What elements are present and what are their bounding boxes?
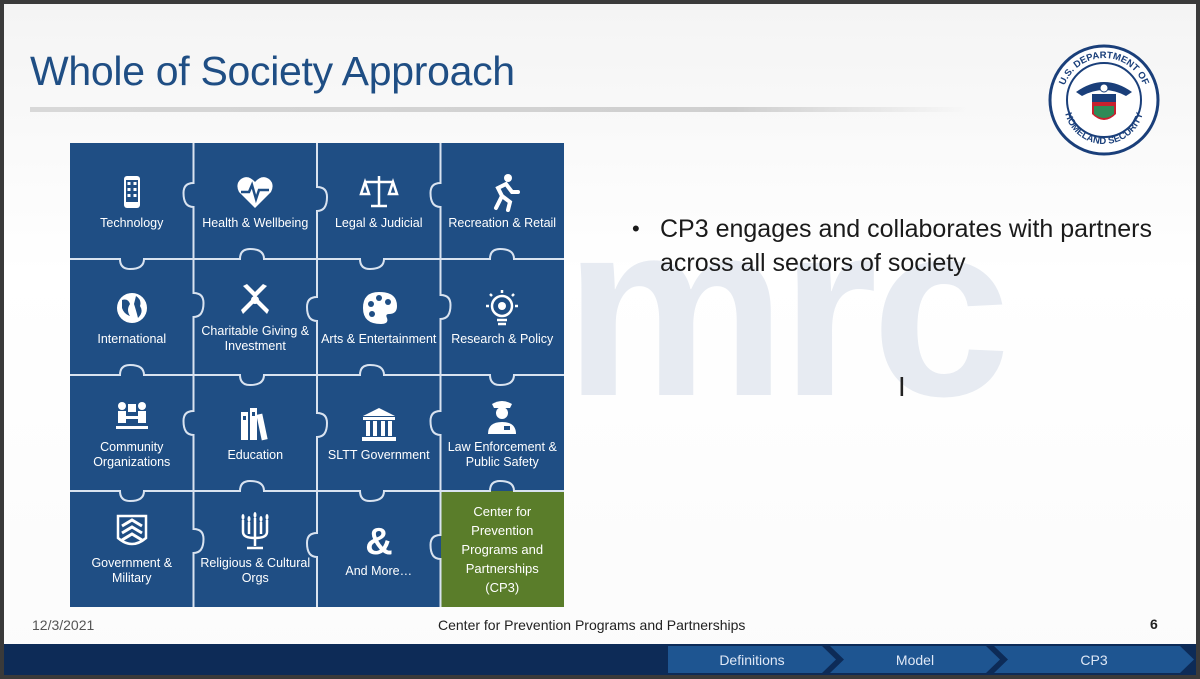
puzzle-piece: Legal & Judicial [317,143,441,259]
puzzle-piece: Government & Military [70,491,194,607]
puzzle-piece: Charitable Giving & Investment [193,259,317,375]
bullet-dot: • [632,216,640,241]
puzzle-piece: Technology [70,143,194,259]
puzzle-piece-label: Religious & Cultural Orgs [200,556,311,585]
puzzle-piece-label: SLTT Government [327,447,430,462]
scales-icon [359,175,399,207]
slide: mrc Whole of Society Approach U.S. DEPAR… [4,4,1196,675]
puzzle-piece: Health & Wellbeing [193,143,317,259]
puzzle-piece-label: International [97,331,167,346]
heart-pulse-icon [237,176,273,208]
smartphone-icon [123,175,140,208]
puzzle-piece-label: Education [227,447,284,462]
globe-icon [116,292,147,323]
bullet-text: CP3 engages and collaborates with partne… [660,215,1152,277]
title-divider [30,107,970,112]
puzzle-piece-label: Arts & Entertainment [321,331,437,346]
puzzle-piece-label: Center for Prevention Programs and Partn… [461,503,544,595]
puzzle-piece: SLTT Government [317,375,441,491]
palette-icon [362,291,397,324]
watermark-text: mrc [564,169,1011,448]
nav-item-model[interactable]: Model [830,646,1000,673]
puzzle-piece: International [70,259,194,375]
puzzle-piece-label: Law Enforcement & Public Safety [447,440,557,469]
hands-icon [241,284,270,314]
page-number: 6 [1150,616,1158,632]
puzzle-piece: Center for Prevention Programs and Partn… [440,491,564,607]
lightbulb-icon [486,289,519,325]
puzzle-piece-label: Community Organizations [93,440,171,469]
chevron-badge-icon [116,514,147,546]
svg-text:&: & [365,521,392,560]
dhs-seal-logo: U.S. DEPARTMENT OF HOMELAND SECURITY [1048,44,1160,156]
nav-item-label: CP3 [1080,651,1108,668]
meeting-icon [115,402,148,429]
bullet-point: • CP3 engages and collaborates with part… [632,212,1152,280]
puzzle-piece: Community Organizations [70,375,194,491]
capitol-icon [361,407,396,441]
puzzle-piece-label: Health & Wellbeing [202,215,309,230]
nav-item-definitions[interactable]: Definitions [668,646,836,673]
nav-item-cp3[interactable]: CP3 [994,646,1194,673]
footer-date: 12/3/2021 [32,617,95,633]
puzzle-piece-label: Research & Policy [451,331,554,346]
puzzle-piece-label: And More… [345,563,413,578]
puzzle-piece: & And More… [317,491,441,607]
puzzle-piece: Research & Policy [440,259,564,375]
slide-title: Whole of Society Approach [30,48,515,94]
puzzle-piece-label: Government & Military [91,556,173,585]
puzzle-piece-label: Technology [100,215,164,230]
nav-item-label: Definitions [719,651,785,668]
puzzle-piece: Arts & Entertainment [317,259,441,375]
ampersand-icon: & [365,521,392,560]
puzzle-piece-label: Recreation & Retail [448,215,557,230]
nav-item-label: Model [895,651,935,668]
puzzle-piece: Religious & Cultural Orgs [193,491,317,607]
puzzle-piece-label: Charitable Giving & Investment [201,324,310,353]
text-cursor-icon: I [898,373,906,403]
puzzle-piece: Law Enforcement & Public Safety [440,375,564,491]
officer-icon [488,401,517,434]
puzzle-piece: Education [193,375,317,491]
runner-icon [494,173,521,212]
puzzle-piece: Recreation & Retail [440,143,564,259]
footer-org-name: Center for Prevention Programs and Partn… [438,617,746,633]
books-icon [241,407,268,440]
puzzle-seams [70,143,564,607]
puzzle-graphic: Technology Health & Wellbeing Legal & Judi… [70,143,564,607]
puzzle-piece-label: Legal & Judicial [334,215,423,230]
candelabra-icon [241,512,269,550]
